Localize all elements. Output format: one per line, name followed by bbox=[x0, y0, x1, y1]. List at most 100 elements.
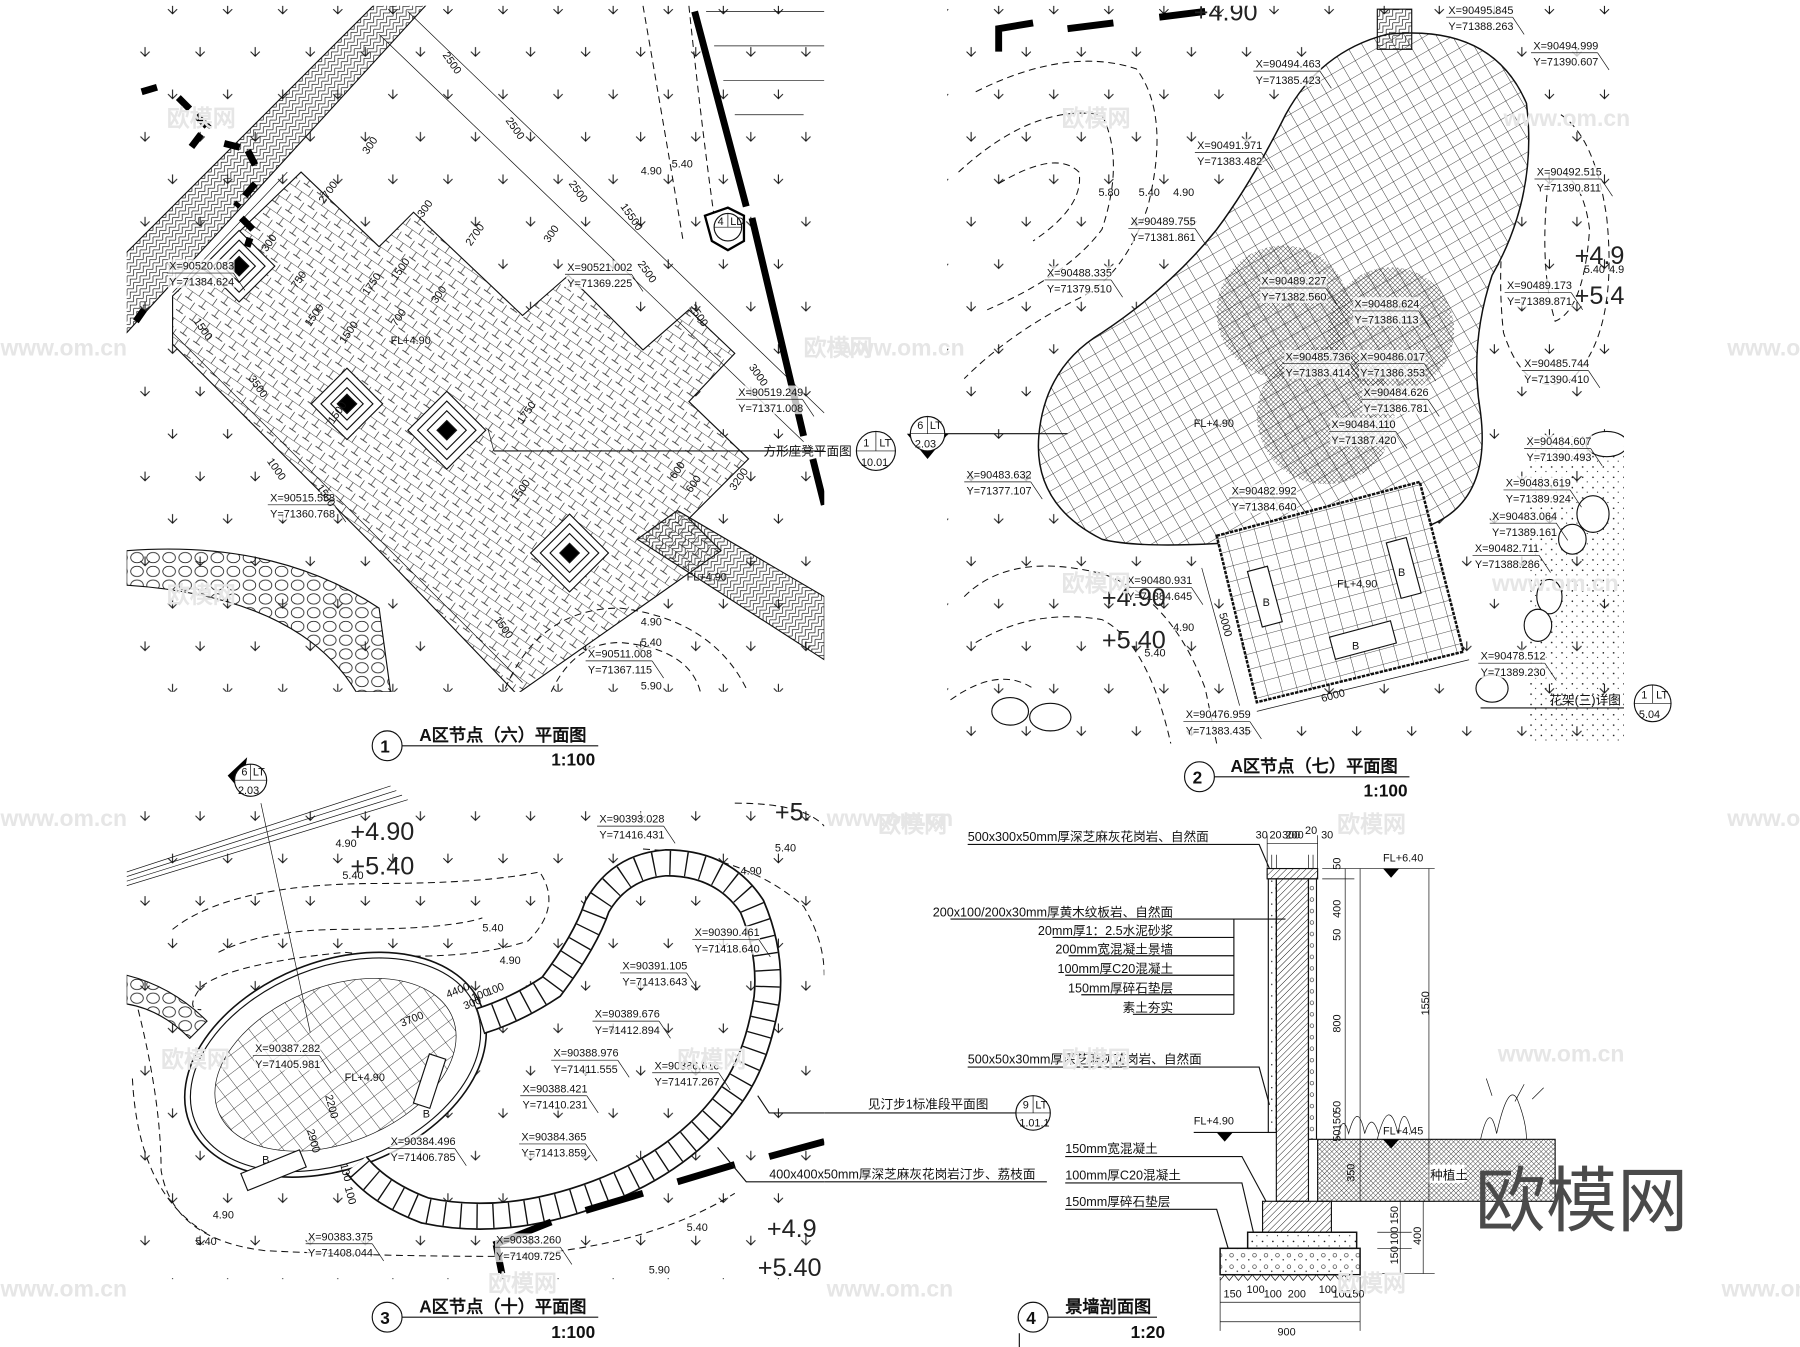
title-number: 2 bbox=[1193, 768, 1203, 788]
callout-number: 9 bbox=[1023, 1099, 1029, 1111]
coordinate-y: Y=71390.493 bbox=[1526, 452, 1591, 464]
watermarks: 欧模网欧模网欧模网欧模网欧模网欧模网欧模网欧模网欧模网欧模网欧模网欧模网www.… bbox=[0, 105, 1800, 1301]
coordinate-x: X=90388.976 bbox=[553, 1048, 618, 1060]
title-number: 3 bbox=[380, 1308, 390, 1328]
coordinate-y: Y=71383.482 bbox=[1197, 156, 1262, 168]
brand-watermark: 欧模网 bbox=[1475, 1162, 1688, 1241]
elevation-label: FL+4.90 bbox=[1194, 418, 1234, 430]
plan-2-section-marker[interactable]: 6 LT 2.03 bbox=[906, 415, 1068, 459]
dimension-lines bbox=[172, 11, 825, 683]
plan-3-title-block: 3 A区节点（十）平面图 1:100 bbox=[371, 1297, 599, 1342]
wall-section-labels: 500x300x50mm厚深芝麻灰花岗岩、自然面 200x100/200x30m… bbox=[933, 825, 1432, 1338]
elevation-label: +4.9 bbox=[767, 1215, 817, 1243]
plan-2-callout[interactable]: 花架(三)详图 1 LT 5.04 bbox=[1549, 684, 1672, 723]
contour-lines bbox=[172, 871, 550, 1011]
coordinate-x: X=90480.931 bbox=[1127, 575, 1192, 587]
elevation-label: 5.40 bbox=[342, 870, 363, 882]
coordinate-y: Y=71412.894 bbox=[595, 1025, 660, 1037]
dimension-label: 150 bbox=[1332, 1112, 1344, 1130]
coordinate-x: X=90485.736 bbox=[1286, 351, 1351, 363]
title-number: 1 bbox=[380, 737, 390, 757]
dimension-label: 150 bbox=[1224, 1289, 1242, 1301]
plan-scale: 1:100 bbox=[551, 1322, 595, 1342]
coordinate-x: X=90511.008 bbox=[588, 648, 652, 660]
coordinate-y: Y=71384.640 bbox=[1232, 502, 1297, 514]
coordinate-y: Y=71418.640 bbox=[695, 943, 760, 955]
wall-section-drawing: 种植土 bbox=[950, 835, 1556, 1331]
elevation-label: 5.90 bbox=[641, 681, 662, 693]
path-band-lower bbox=[636, 509, 825, 661]
callout-sheet: 1.01.1 bbox=[1019, 1118, 1049, 1130]
dimension-label: 20 bbox=[1305, 825, 1317, 837]
elevation-label: FL+4.90 bbox=[345, 1072, 385, 1084]
coordinate-y: Y=71390.410 bbox=[1524, 374, 1589, 386]
coordinate-x: X=90476.959 bbox=[1186, 709, 1251, 721]
planting-soil-label: 种植土 bbox=[1430, 1168, 1468, 1182]
coordinate-x: X=90520.083 bbox=[169, 261, 234, 273]
coordinate-x: X=90482.992 bbox=[1232, 486, 1297, 498]
dimension-label: 20 bbox=[1269, 830, 1281, 842]
slate-cladding-left bbox=[1267, 878, 1277, 1134]
wall-layer-label: 素土夯实 bbox=[1123, 1001, 1173, 1015]
concrete-wall bbox=[1275, 878, 1310, 1202]
plan-3-section-marker[interactable]: 6 LT 2.03 bbox=[227, 757, 268, 797]
coordinate-y: Y=71386.113 bbox=[1354, 315, 1418, 327]
brand-watermark-faint: 欧模网 bbox=[488, 1270, 557, 1296]
c20-concrete-slab bbox=[1246, 1231, 1358, 1250]
footing-layer-label: 100mm厚C20混凝土 bbox=[1065, 1167, 1181, 1182]
plan-1-index-symbol[interactable]: 4 LD bbox=[703, 206, 746, 252]
site-watermark-faint: www.om.cn bbox=[1491, 570, 1619, 596]
coordinate-y: Y=71389.924 bbox=[1506, 494, 1571, 506]
coordinate-x: X=90485.744 bbox=[1524, 358, 1589, 370]
coordinate-x: X=90484.626 bbox=[1364, 387, 1429, 399]
dimension-label: 150 bbox=[1389, 1206, 1401, 1224]
dimension-label: 400 bbox=[1332, 900, 1344, 918]
elevation-label: 5.80 bbox=[1098, 187, 1119, 199]
callout-sheet-code: LT bbox=[1656, 690, 1668, 702]
coordinate-y: Y=71389.161 bbox=[1492, 527, 1557, 539]
coordinate-y: Y=71389.871 bbox=[1507, 296, 1572, 308]
section-title-block: 4 景墙剖面图 1:20 bbox=[1017, 1297, 1165, 1347]
plan-scale: 1:100 bbox=[551, 749, 595, 769]
coordinate-x: X=90488.335 bbox=[1047, 268, 1112, 280]
coordinate-x: X=90489.227 bbox=[1261, 276, 1326, 288]
plan-title: A区节点（十）平面图 bbox=[419, 1297, 586, 1317]
dimension-label: 800 bbox=[1332, 1014, 1344, 1032]
plan-1-title-block: 1 A区节点（六）平面图 1:100 bbox=[371, 725, 599, 769]
dimension-label: 400 bbox=[1412, 1227, 1424, 1245]
coordinate-x: X=90488.624 bbox=[1354, 298, 1419, 310]
marker-number: 6 bbox=[917, 420, 923, 432]
oval-plaza bbox=[183, 951, 488, 1192]
brand-watermark-faint: 欧模网 bbox=[677, 1046, 746, 1072]
plan-3-callout[interactable]: 见汀步1标准段平面图 9 LT 1.01.1 bbox=[824, 1095, 1051, 1131]
plan-title: A区节点（七）平面图 bbox=[1230, 756, 1397, 776]
elevation-label: 4.90 bbox=[335, 838, 356, 850]
site-watermark-faint: www.om.cn bbox=[1497, 1040, 1625, 1066]
level-label: FL+6.40 bbox=[1383, 853, 1423, 865]
coordinate-y: Y=71379.510 bbox=[1047, 284, 1112, 296]
section-title: 景墙剖面图 bbox=[1065, 1297, 1151, 1317]
bench-marker: B bbox=[262, 1154, 269, 1166]
callout-sheet-code: LT bbox=[879, 437, 891, 449]
callout-number: 1 bbox=[863, 437, 869, 449]
dimension-label: 200 bbox=[1286, 830, 1304, 842]
dimension-label: 350 bbox=[1345, 1164, 1357, 1182]
coordinate-y: Y=71390.811 bbox=[1537, 183, 1601, 195]
dimension-label: 30 bbox=[1321, 830, 1333, 842]
coordinate-x: X=90494.463 bbox=[1256, 59, 1321, 71]
level-label: FL+4.45 bbox=[1383, 1126, 1423, 1138]
coordinate-y: Y=71408.044 bbox=[308, 1247, 373, 1259]
plan-2-drawing: B B B X=90495.845Y=71388.263X=90494.999Y… bbox=[947, 5, 1624, 744]
coordinate-y: Y=71413.643 bbox=[622, 977, 687, 989]
dimension-label: 50 bbox=[1332, 1130, 1344, 1142]
plants bbox=[1336, 1078, 1544, 1140]
plan-1-callout[interactable]: 方形座凳平面图 1 LT 10.01 bbox=[763, 430, 896, 471]
